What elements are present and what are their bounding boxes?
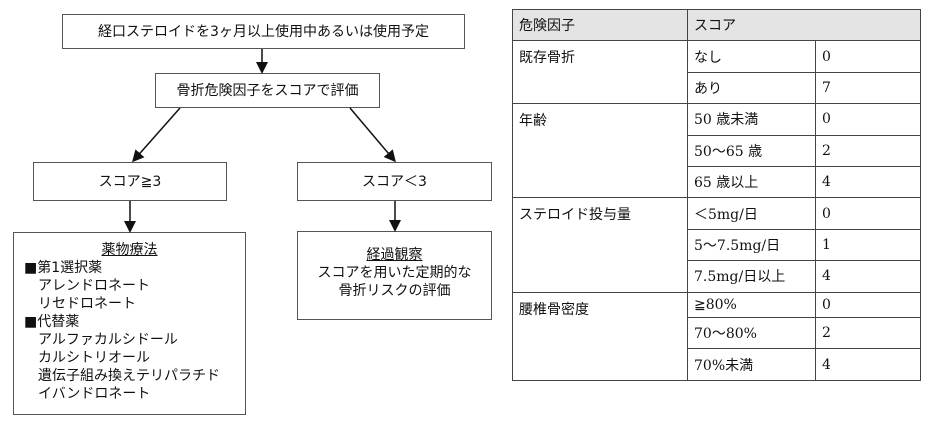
table-row: 腰椎骨密度 ≧80% 0 (512, 291, 921, 382)
table-row: 年齢 50 歳未満 0 (512, 103, 921, 199)
score-cell: 1 (815, 228, 921, 262)
table-row: 50～65 歳 2 (513, 134, 921, 168)
score-cell: 0 (815, 40, 921, 73)
score-cell: 4 (815, 166, 921, 199)
observation-line: 骨折リスクの評価 (338, 283, 451, 299)
observation-box: 経過観察 スコアを用いた定期的な 骨折リスクの評価 (297, 231, 492, 320)
observation-line: スコアを用いた定期的な (317, 265, 472, 281)
category-cell: あり (687, 71, 816, 105)
drug-therapy-title: 薬物療法 (101, 242, 158, 258)
header-score: スコア (687, 8, 921, 42)
evaluation-box: 骨折危険因子をスコアで評価 (155, 73, 380, 108)
table-row: 70%未満 4 (513, 348, 921, 381)
table-row: 7.5mg/日以上 4 (513, 260, 921, 293)
category-cell: 70%未満 (687, 348, 816, 381)
category-cell: 50 歳未満 (687, 103, 816, 136)
category-cell: なし (687, 40, 816, 73)
category-cell: 65 歳以上 (687, 166, 816, 199)
score-cell: 7 (815, 71, 921, 105)
observation-title: 経過観察 (366, 247, 423, 263)
alternative-item: 遺伝子組み換えテリパラチド (38, 368, 220, 384)
table-row: 5～7.5mg/日 1 (513, 228, 921, 262)
high-score-text: スコア≧3 (98, 173, 162, 190)
arrow-eval-to-low (349, 107, 396, 163)
category-cell: 5～7.5mg/日 (687, 228, 816, 262)
alternative-heading: ■代替薬 (24, 314, 80, 330)
alternative-item: イバンドロネート (38, 386, 151, 402)
start-condition-text: 経口ステロイドを3ヶ月以上使用中あるいは使用予定 (98, 23, 429, 40)
category-cell: 7.5mg/日以上 (687, 260, 816, 293)
score-cell: 4 (815, 348, 921, 381)
score-cell: 0 (815, 197, 921, 230)
drug-therapy-box: 薬物療法 ■第1選択薬 アレンドロネート リセドロネート ■代替薬 アルファカル… (13, 232, 246, 415)
first-choice-heading: ■第1選択薬 (24, 260, 103, 276)
first-choice-item: リセドロネート (38, 296, 136, 312)
factor-lumbar-bmd: 腰椎骨密度 (512, 291, 688, 382)
start-condition-box: 経口ステロイドを3ヶ月以上使用中あるいは使用予定 (62, 14, 465, 49)
score-cell: 4 (815, 260, 921, 293)
first-choice-item: アレンドロネート (38, 278, 150, 294)
score-cell: 2 (815, 317, 921, 350)
low-score-box: スコア＜3 (297, 162, 492, 201)
factor-prior-fracture: 既存骨折 (512, 40, 688, 105)
score-cell: 0 (815, 103, 921, 136)
arrow-eval-to-high (132, 107, 181, 163)
table-row: 70～80% 2 (513, 317, 921, 350)
category-cell: ≧80% (687, 291, 816, 319)
score-cell: 2 (815, 134, 921, 168)
high-score-box: スコア≧3 (33, 162, 227, 201)
table-row: ステロイド投与量 ＜5mg/日 0 (512, 197, 921, 293)
alternative-item: カルシトリオール (38, 350, 150, 366)
alternative-item: アルファカルシドール (38, 332, 178, 348)
factor-age: 年齢 (512, 103, 688, 199)
header-factor: 危険因子 (512, 8, 688, 42)
table-row: あり 7 (513, 71, 921, 105)
factor-steroid-dose: ステロイド投与量 (512, 197, 688, 293)
table-row: 既存骨折 なし 0 (512, 40, 921, 105)
evaluation-text: 骨折危険因子をスコアで評価 (176, 82, 359, 99)
category-cell: ＜5mg/日 (687, 197, 816, 230)
category-cell: 50～65 歳 (687, 134, 816, 168)
table-header-row: 危険因子 スコア (512, 8, 921, 42)
low-score-text: スコア＜3 (362, 173, 427, 190)
risk-score-table: 危険因子 スコア 既存骨折 なし 0 あり 7 年齢 50 歳未満 0 50～6… (512, 8, 921, 382)
category-cell: 70～80% (687, 317, 816, 350)
score-cell: 0 (815, 291, 921, 319)
table-row: 65 歳以上 4 (513, 166, 921, 199)
